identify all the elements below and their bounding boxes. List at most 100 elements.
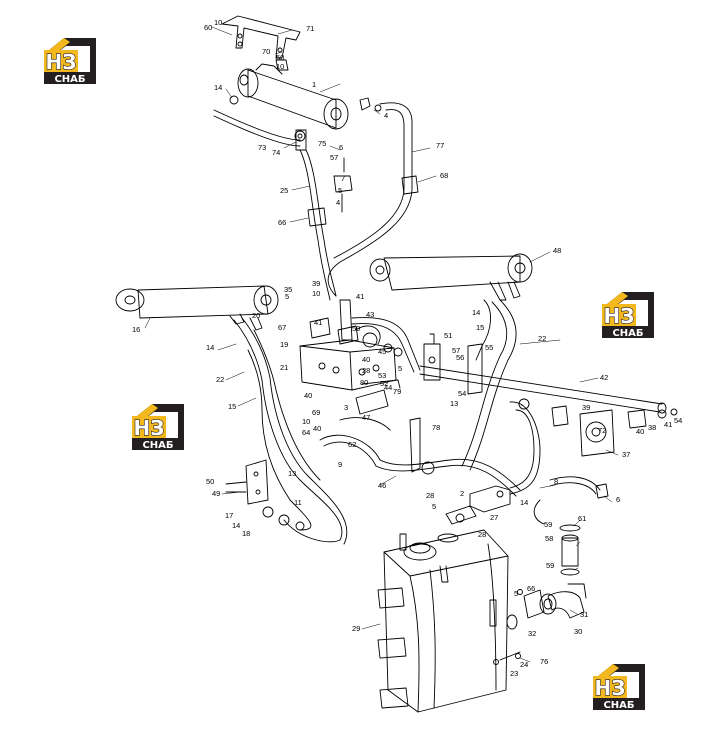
svg-text:СНАБ: СНАБ xyxy=(612,328,643,339)
callout-number: 28 xyxy=(478,530,486,539)
callout-number: 5 xyxy=(514,589,518,598)
callout-number: 10 xyxy=(276,62,284,71)
callout-number: 5 xyxy=(285,292,289,301)
callout-number: 19 xyxy=(280,340,288,349)
pipe-8 xyxy=(509,398,541,495)
callout-number: 64 xyxy=(302,428,310,437)
callout-number: 28 xyxy=(362,366,370,375)
callout-number: 56 xyxy=(456,353,464,362)
callout-number: 18 xyxy=(242,529,250,538)
hydraulic-cylinder-left xyxy=(115,285,279,331)
callout-number: 66 xyxy=(278,218,286,227)
callout-number: 67 xyxy=(278,323,286,332)
callout-number: 14 xyxy=(472,308,480,317)
callout-number: 14 xyxy=(520,498,528,507)
callout-number: 40 xyxy=(304,391,312,400)
svg-text:НЗ: НЗ xyxy=(134,416,165,440)
bracket-27 xyxy=(445,485,511,525)
callout-number: 22 xyxy=(538,334,546,343)
svg-text:СНАБ: СНАБ xyxy=(54,74,85,85)
callout-number: 77 xyxy=(436,141,444,150)
callout-number: 37 xyxy=(622,450,630,459)
callout-number: 15 xyxy=(476,323,484,332)
callout-number: 44 xyxy=(384,383,392,392)
bracket-78 xyxy=(409,417,421,473)
callout-number: 10 xyxy=(214,18,222,27)
bracket-49 xyxy=(225,459,269,505)
pipe-43 xyxy=(351,317,421,373)
callout-number: 5 xyxy=(432,502,436,511)
callout-number: 68 xyxy=(440,171,448,180)
callout-number: 13 xyxy=(288,469,296,478)
callout-number: 40 xyxy=(313,424,321,433)
callout-number: 46 xyxy=(378,481,386,490)
callout-number: 51 xyxy=(444,331,452,340)
callout-number: 21 xyxy=(280,363,288,372)
callout-number: 50 xyxy=(206,477,214,486)
callout-number: 5 xyxy=(338,186,342,195)
callout-number: 39 xyxy=(312,279,320,288)
callout-number: 13 xyxy=(450,399,458,408)
callout-number: 80 xyxy=(360,378,368,387)
callout-number: 41 xyxy=(314,318,322,327)
control-valve-block xyxy=(299,299,403,391)
callout-number: 4 xyxy=(336,198,340,207)
callout-number: 53 xyxy=(378,371,386,380)
callout-number: 9 xyxy=(338,460,342,469)
callout-number: 40 xyxy=(362,355,370,364)
callout-number: 49 xyxy=(212,489,220,498)
callout-number: 48 xyxy=(553,246,561,255)
callout-number: 27 xyxy=(490,513,498,522)
callout-number: 59 xyxy=(546,561,554,570)
callout-number: 47 xyxy=(362,413,370,422)
svg-text:СНАБ: СНАБ xyxy=(603,700,634,711)
callout-number: 79 xyxy=(393,387,401,396)
callout-number: 14 xyxy=(232,521,240,530)
callout-number: 20 xyxy=(252,311,260,320)
callout-number: 50 xyxy=(352,324,360,333)
mounting-bracket xyxy=(221,15,301,59)
leader-lines xyxy=(144,26,619,663)
callout-number: 3 xyxy=(344,403,348,412)
callout-number: 5 xyxy=(398,364,402,373)
callout-number: 61 xyxy=(578,514,586,523)
callout-number: 1 xyxy=(312,80,316,89)
callout-number: 31 xyxy=(580,610,588,619)
callout-number: 14 xyxy=(206,343,214,352)
callout-number: 14 xyxy=(214,83,222,92)
svg-text:НЗ: НЗ xyxy=(595,676,626,700)
callout-number: 50 xyxy=(276,53,284,62)
callout-number: 54 xyxy=(674,416,682,425)
pipe-22-left xyxy=(233,317,348,545)
callout-number: 52 xyxy=(380,379,388,388)
callout-number: 72 xyxy=(598,426,606,435)
callout-number: 16 xyxy=(132,325,140,334)
svg-text:СНАБ: СНАБ xyxy=(142,440,173,451)
hydraulic-tank xyxy=(377,529,509,713)
callout-number: 38 xyxy=(648,423,656,432)
callout-number: 8 xyxy=(554,477,558,486)
callout-number: 6 xyxy=(339,143,343,152)
callout-number: 6 xyxy=(616,495,620,504)
callout-number: 39 xyxy=(582,403,590,412)
pipe-77 xyxy=(327,102,419,297)
elbow-31 xyxy=(506,583,587,630)
callout-number: 30 xyxy=(574,627,582,636)
callout-number: 2 xyxy=(460,489,464,498)
callout-number: 42 xyxy=(600,373,608,382)
fittings-17-18 xyxy=(262,506,305,531)
callout-number: 59 xyxy=(544,520,552,529)
callout-number: 41 xyxy=(356,292,364,301)
pump-motor xyxy=(551,405,678,457)
callout-number: 76 xyxy=(540,657,548,666)
callout-number: 58 xyxy=(545,534,553,543)
callout-number: 29 xyxy=(352,624,360,633)
callout-number: 66 xyxy=(527,584,535,593)
callout-number: 45 xyxy=(378,347,386,356)
pipe-25 xyxy=(299,149,353,301)
pipe-22-right xyxy=(461,299,517,471)
